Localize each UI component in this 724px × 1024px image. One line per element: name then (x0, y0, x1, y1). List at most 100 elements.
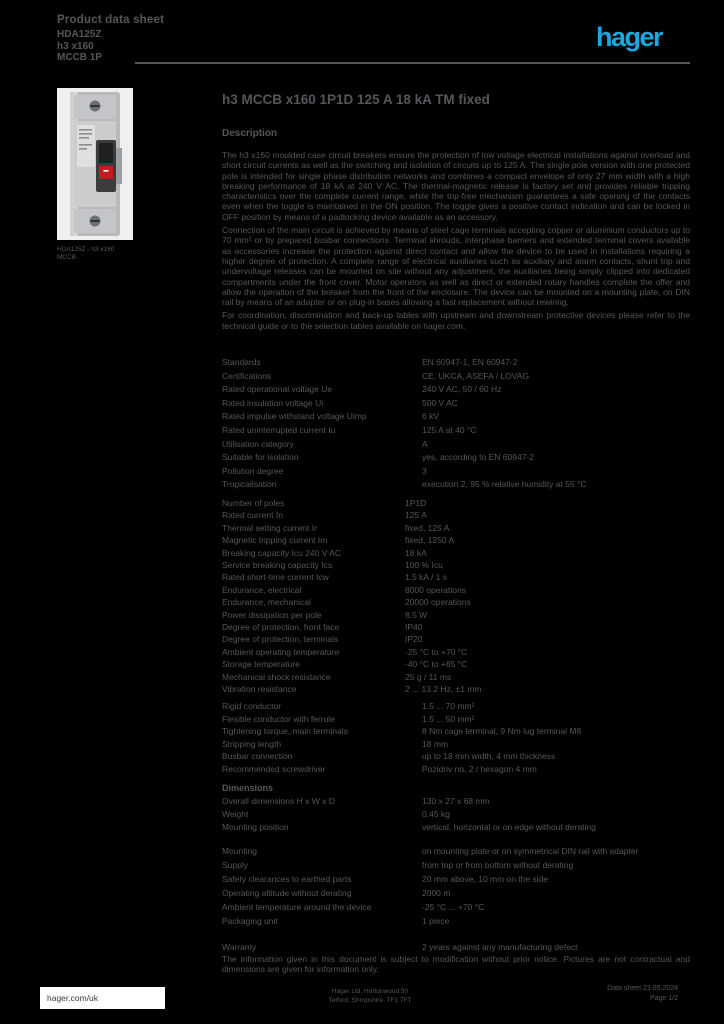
characteristic-row: Rated impulse withstand voltage Uimp 6 k… (222, 410, 690, 424)
table-row-label: Vibration resistance (222, 684, 297, 695)
table-row-value: 8.5 W (405, 609, 428, 620)
characteristic-row: Standards EN 60947-1, EN 60947-2 (222, 356, 690, 370)
installation-row: Ambient temperature around the device -2… (222, 900, 690, 914)
footer-address-line2: Telford, Shropshire, TF1 7FT (328, 996, 412, 1004)
warranty-row: Warranty 2 years against any manufacturi… (222, 941, 690, 953)
installation-label: Operating altitude without derating (222, 888, 352, 898)
footer-site-box[interactable]: hager.com/uk (40, 987, 165, 1009)
connection-row: Rigid conductor 1.5 ... 70 mm² (222, 700, 690, 713)
installation-row: Safety clearances to earthed parts 20 mm… (222, 872, 690, 886)
table-row-label: Power dissipation per pole (222, 609, 322, 620)
connection-value: 18 mm (422, 738, 448, 749)
footer-site-link[interactable]: hager.com/uk (47, 993, 99, 1003)
footer-address-line1: Hager Ltd, Hortonwood 50 (331, 988, 409, 995)
characteristic-row: Rated insulation voltage Ui 500 V AC (222, 397, 690, 411)
connection-row: Stripping length 18 mm (222, 738, 690, 751)
characteristic-value: yes, according to EN 60947-2 (422, 452, 534, 463)
description-paragraphs: The h3 x160 moulded case circuit breaker… (222, 150, 690, 334)
table-row-label: Storage temperature (222, 659, 300, 670)
table-row: Vibration resistance 2 ... 13.2 Hz, ±1 m… (222, 683, 650, 695)
dimension-value: 0.45 kg (422, 809, 450, 819)
table-row-value: 8000 operations (405, 584, 466, 595)
hager-logo: hager (596, 22, 664, 52)
installation-row: Packaging unit 1 piece (222, 914, 690, 928)
characteristic-label: Standards (222, 357, 261, 367)
table-row-label: Magnetic tripping current Im (222, 535, 328, 546)
table-row: Power dissipation per pole 8.5 W (222, 609, 650, 621)
characteristic-label: Pollution degree (222, 465, 284, 476)
connection-value: Pozidriv no. 2 / hexagon 4 mm (422, 763, 537, 774)
characteristic-row: Rated operational voltage Ue 240 V AC, 5… (222, 383, 690, 397)
footer-page-info: Data sheet 23.05.2024 Page 1/2 (558, 984, 678, 1003)
characteristic-label: Tropicalisation (222, 479, 277, 490)
characteristic-value: 240 V AC, 50 / 60 Hz (422, 384, 502, 395)
characteristic-value: execution 2, 95 % relative humidity at 5… (422, 479, 587, 490)
table-row: Degree of protection, terminals IP20 (222, 633, 650, 645)
table-row: Service breaking capacity Ics 100 % Icu (222, 559, 650, 571)
connection-label: Busbar connection (222, 751, 293, 761)
table-row-label: Degree of protection, terminals (222, 634, 339, 645)
warranty-label: Warranty (222, 942, 257, 952)
table-row-label: Mechanical shock resistance (222, 671, 331, 682)
product-ref-line: MCCB 1P (57, 52, 103, 63)
footer-address: Hager Ltd, Hortonwood 50 Telford, Shrops… (290, 988, 450, 1005)
installation-label: Supply (222, 860, 248, 870)
table-row-value: fixed, 125 A (405, 522, 450, 533)
dimension-row: Mounting position vertical, horizontal o… (222, 821, 690, 834)
characteristic-label: Rated uninterrupted current Iu (222, 424, 336, 435)
description-paragraph: For coordination, discrimination and bac… (222, 310, 690, 331)
table-row: Magnetic tripping current Im fixed, 1250… (222, 534, 650, 546)
dimensions-list: Overall dimensions H x W x D 130 x 27 x … (222, 795, 690, 834)
table-row: Rated short-time current Icw 1.5 kA / 1 … (222, 571, 650, 583)
table-row-value: 1P1D (405, 498, 427, 508)
characteristic-label: Utilisation category (222, 438, 294, 449)
product-photo-caption: HDA125Z - h3 x160 MCCB (57, 246, 115, 261)
installation-value: 20 mm above, 10 mm on the side (422, 874, 549, 884)
connection-label: Tightening torque, main terminals (222, 726, 348, 736)
characteristic-row: Utilisation category A (222, 438, 690, 452)
characteristic-value: 500 V AC (422, 397, 458, 408)
technical-data-table: Number of poles 1P1D Rated current In 12… (222, 497, 650, 696)
legal-note: The information given in this document i… (222, 954, 690, 975)
characteristic-row: Rated uninterrupted current Iu 125 A at … (222, 424, 690, 438)
product-ref-line: h3 x160 (57, 40, 94, 52)
characteristic-label: Rated impulse withstand voltage Uimp (222, 411, 367, 422)
header-rule (135, 62, 690, 64)
general-characteristics-list: Standards EN 60947-1, EN 60947-2 Certifi… (222, 356, 690, 492)
table-row-label: Ambient operating temperature (222, 646, 340, 657)
table-row-label: Service breaking capacity Ics (222, 560, 333, 571)
table-row-value: IP20 (405, 634, 423, 645)
table-row: Rated current In 125 A (222, 509, 650, 521)
table-row-label: Breaking capacity Icu 240 V AC (222, 547, 342, 558)
characteristic-row: Suitable for isolation yes, according to… (222, 451, 690, 465)
installation-label: Packaging unit (222, 916, 278, 926)
characteristic-label: Rated operational voltage Ue (222, 384, 333, 395)
table-row: Mechanical shock resistance 25 g / 11 ms (222, 671, 650, 683)
dimensions-heading: Dimensions (222, 783, 274, 793)
characteristic-row: Certifications CE, UKCA, ASEFA / LOVAG (222, 370, 690, 384)
table-row-value: 2 ... 13.2 Hz, ±1 mm (405, 684, 482, 695)
table-row-label: Thermal setting current Ir (222, 522, 317, 533)
characteristic-label: Suitable for isolation (222, 452, 299, 463)
dimension-value: 130 x 27 x 68 mm (422, 796, 490, 806)
dimension-label: Weight (222, 809, 249, 819)
table-row-value: IP40 (405, 622, 423, 633)
installation-value: 2000 m (422, 888, 451, 898)
product-photo (57, 88, 133, 240)
table-row-value: 1.5 kA / 1 s (405, 572, 448, 583)
characteristic-value: CE, UKCA, ASEFA / LOVAG (422, 370, 530, 381)
dimension-value: vertical, horizontal or on edge without … (422, 822, 596, 832)
table-row: Breaking capacity Icu 240 V AC 18 kA (222, 547, 650, 559)
table-row: Ambient operating temperature -25 °C to … (222, 646, 650, 658)
connection-row: Tightening torque, main terminals 8 Nm c… (222, 725, 690, 738)
installation-row: Mounting on mounting plate or on symmetr… (222, 844, 690, 858)
characteristic-row: Tropicalisation execution 2, 95 % relati… (222, 478, 690, 492)
installation-value: on mounting plate or on symmetrical DIN … (422, 846, 639, 856)
connection-label: Stripping length (222, 738, 282, 749)
table-row-value: 100 % Icu (405, 560, 443, 571)
mccb-breaker-illustration (57, 88, 133, 240)
installation-value: from top or from bottom without derating (422, 860, 574, 870)
table-row-value: 20000 operations (405, 597, 471, 608)
connection-label: Rigid conductor (222, 701, 282, 711)
